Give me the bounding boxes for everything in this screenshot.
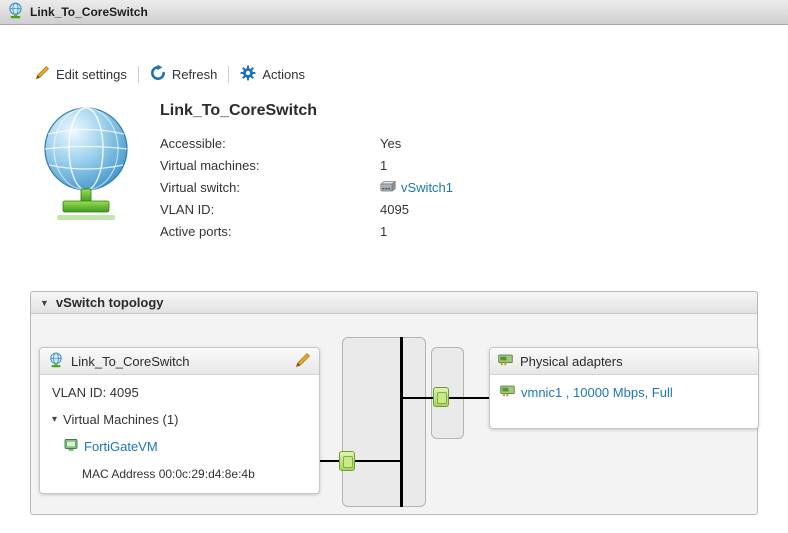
edit-settings-label: Edit settings	[56, 66, 127, 82]
portgroup-large-icon	[26, 104, 146, 231]
vswitch-body	[342, 337, 426, 507]
vswitch-backbone-line	[400, 337, 403, 507]
vlan-id-text: VLAN ID: 4095	[52, 385, 139, 400]
window-titlebar: Link_To_CoreSwitch	[0, 0, 788, 25]
physical-adapters-box: Physical adapters vmnic1 , 10000 Mbps, F…	[489, 347, 759, 429]
toolbar-separator	[228, 65, 230, 83]
actions-button[interactable]: Actions	[240, 65, 305, 84]
property-value: 1	[380, 223, 388, 239]
portgroup-globe-icon	[7, 2, 24, 22]
property-value: Yes	[380, 135, 402, 151]
property-row-vlan-id: VLAN ID: 4095	[160, 198, 590, 220]
edit-portgroup-pencil-icon[interactable]	[295, 352, 311, 371]
port-connector-portgroup	[339, 451, 355, 471]
topology-collapse-header[interactable]: ▼ vSwitch topology	[31, 292, 757, 314]
page-title: Link_To_CoreSwitch	[160, 102, 318, 119]
physical-adapter-icon	[498, 354, 513, 369]
vm-icon	[64, 438, 78, 455]
vswitch-link[interactable]: vSwitch1	[401, 179, 454, 195]
property-label: Accessible:	[160, 135, 226, 151]
vm-link-fortigatevm[interactable]: FortiGateVM	[84, 439, 158, 454]
topology-title: vSwitch topology	[55, 295, 164, 310]
collapse-triangle-icon[interactable]: ▼	[40, 297, 49, 308]
vlan-id-row: VLAN ID: 4095	[48, 379, 311, 406]
property-row-virtual-machines: Virtual machines: 1	[160, 154, 590, 176]
physical-adapters-header: Physical adapters	[490, 348, 758, 375]
physical-adapter-row: vmnic1 , 10000 Mbps, Full	[490, 375, 758, 400]
property-label: VLAN ID:	[160, 201, 215, 217]
vm-row: FortiGateVM	[48, 433, 311, 460]
property-row-virtual-switch: Virtual switch: vSwitch1	[160, 176, 590, 198]
gear-icon	[240, 65, 256, 84]
vm-mac-row: MAC Address 00:0c:29:d4:8e:4b	[48, 460, 311, 487]
property-value: vSwitch1	[380, 180, 453, 195]
property-label: Active ports:	[160, 223, 232, 239]
portgroup-properties: Accessible: Yes Virtual machines: 1 Virt…	[160, 132, 590, 242]
actions-label: Actions	[262, 66, 305, 82]
vm-mac-text: MAC Address 00:0c:29:d4:8e:4b	[82, 466, 255, 481]
toolbar-separator	[137, 65, 139, 83]
portgroup-box-title: Link_To_CoreSwitch	[71, 353, 190, 369]
portgroup-globe-icon	[48, 352, 64, 371]
portgroup-box-content: VLAN ID: 4095 ▾ Virtual Machines (1) For…	[40, 375, 319, 487]
property-label: Virtual switch:	[160, 179, 240, 195]
tree-collapse-icon[interactable]: ▾	[52, 414, 58, 425]
topology-canvas: Link_To_CoreSwitch VLAN ID: 4095 ▾ Virtu…	[31, 314, 759, 514]
portgroup-box: Link_To_CoreSwitch VLAN ID: 4095 ▾ Virtu…	[39, 347, 320, 494]
property-label: Virtual machines:	[160, 157, 260, 173]
refresh-icon	[150, 64, 166, 84]
vswitch-icon	[380, 180, 396, 195]
virtual-machines-group-row[interactable]: ▾ Virtual Machines (1)	[48, 406, 311, 433]
refresh-button[interactable]: Refresh	[150, 64, 218, 84]
property-row-accessible: Accessible: Yes	[160, 132, 590, 154]
portgroup-box-header: Link_To_CoreSwitch	[40, 348, 319, 375]
virtual-machines-group-label: Virtual Machines (1)	[63, 412, 179, 427]
property-value: 1	[380, 157, 388, 173]
edit-settings-button[interactable]: Edit settings	[35, 65, 127, 83]
physical-adapters-title: Physical adapters	[520, 353, 623, 369]
connection-line-portgroup	[320, 460, 401, 462]
vswitch-topology-panel: ▼ vSwitch topology	[30, 291, 759, 515]
vmnic-icon	[500, 385, 515, 400]
pencil-icon	[35, 65, 50, 83]
toolbar: Edit settings Refresh	[35, 63, 305, 85]
port-connector-uplink	[433, 387, 449, 407]
vmnic1-link[interactable]: vmnic1 , 10000 Mbps, Full	[521, 385, 673, 400]
refresh-label: Refresh	[171, 66, 218, 82]
property-row-active-ports: Active ports: 1	[160, 220, 590, 242]
property-value: 4095	[380, 201, 409, 217]
window-title: Link_To_CoreSwitch	[30, 5, 148, 19]
